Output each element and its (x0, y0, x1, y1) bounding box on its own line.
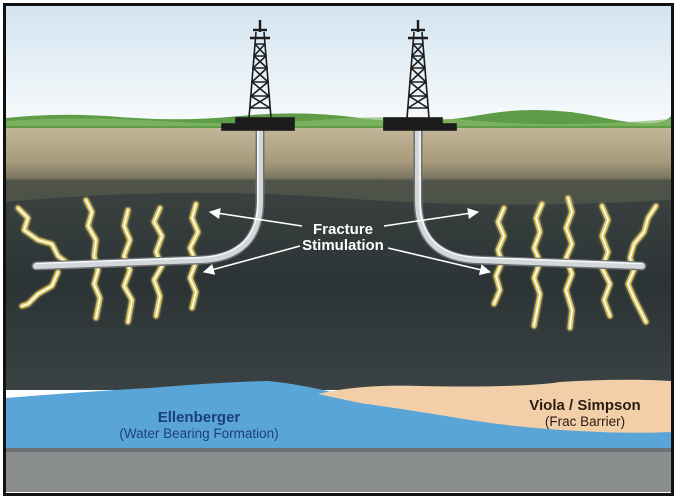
water-formation-layer (6, 381, 671, 452)
frame (3, 3, 674, 496)
derrick-right (383, 20, 457, 131)
arrow-lower-left (202, 245, 301, 275)
arrow-upper-left (208, 207, 303, 227)
shale-transition (6, 178, 671, 205)
arrow-lower-right (387, 247, 492, 276)
label-viola-simpson: Viola / Simpson (529, 397, 640, 414)
label-fracture: Fracture (313, 221, 373, 238)
arrow-upper-right (383, 207, 480, 227)
labels: Fracture Stimulation Ellenberger (Water … (119, 221, 640, 441)
label-stimulation: Stimulation (302, 237, 384, 254)
fractures-right (491, 195, 659, 331)
sky (6, 6, 671, 122)
soil-layer (6, 128, 671, 183)
label-ellenberger-sub: (Water Bearing Formation) (119, 426, 278, 441)
shale-layer (6, 180, 671, 390)
fracture-arrows (202, 207, 492, 276)
grass-highlight (6, 117, 671, 126)
basement-shade (6, 448, 671, 452)
well-right (413, 125, 647, 271)
label-ellenberger: Ellenberger (158, 409, 241, 426)
basement-layer (6, 448, 671, 492)
frac-barrier-layer (318, 379, 671, 433)
well-left (31, 125, 265, 271)
strata (6, 6, 671, 492)
label-viola-sub: (Frac Barrier) (545, 414, 625, 429)
derrick-left (221, 20, 295, 131)
